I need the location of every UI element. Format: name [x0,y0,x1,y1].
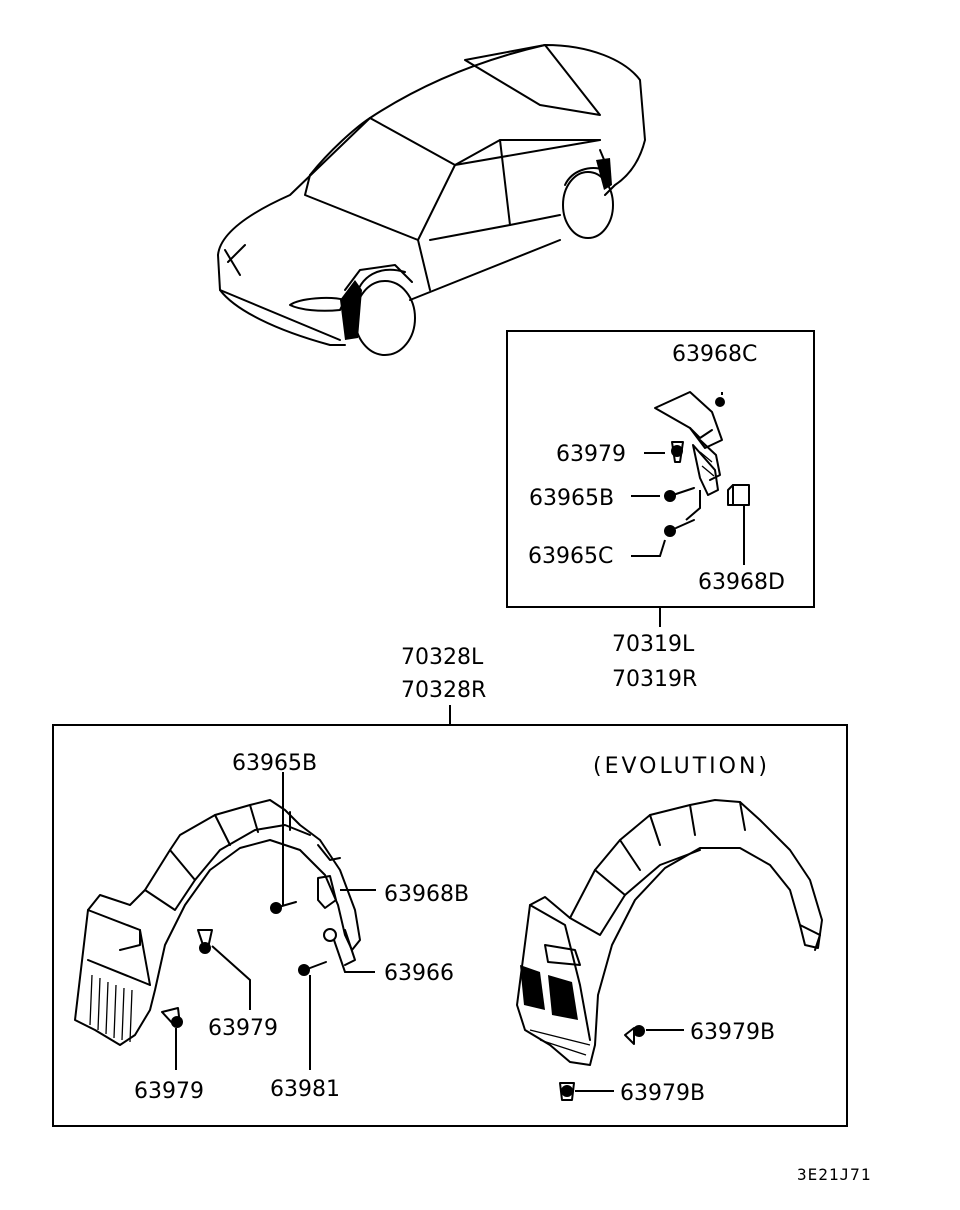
clip-nut-icon [317,875,337,909]
fender-liner-frame [52,724,848,1127]
callout-63965C: 63965C [528,544,613,569]
diagram-code: 3E21J71 [797,1165,871,1184]
callout-70328R: 70328R [401,678,486,703]
fender-liner-standard [74,799,361,1046]
callout-63981: 63981 [270,1077,340,1102]
callout-63965B-main: 63965B [232,751,317,776]
fasteners-standard [161,875,337,1028]
fender-liner-evolution [516,799,823,1066]
bolt-icon [270,902,282,914]
clip-icon [633,1025,645,1037]
bracket-assembly [654,391,750,537]
evolution-label: (EVOLUTION) [593,754,770,779]
callout-63979-mid: 63979 [208,1016,278,1041]
screw-icon [298,964,310,976]
callout-63965B-top: 63965B [529,486,614,511]
callout-63966: 63966 [384,961,454,986]
callout-63968C: 63968C [672,342,757,367]
callout-70319R: 70319R [612,667,697,692]
bolt-icon [664,525,676,537]
callout-63968B: 63968B [384,882,469,907]
fasteners-evolution [559,1025,645,1101]
nut-icon [715,397,725,407]
callout-63979B-upper: 63979B [690,1020,775,1045]
callout-63979-low: 63979 [134,1079,204,1104]
callout-70319L: 70319L [612,632,695,657]
callout-63968D: 63968D [698,570,785,595]
grommet-icon [323,928,337,942]
car-illustration [217,44,646,356]
callout-63979B-lower: 63979B [620,1081,705,1106]
clip-icon [561,1085,573,1097]
bolt-icon [664,490,676,502]
callout-70328L: 70328L [401,645,484,670]
callout-63979-top: 63979 [556,442,626,467]
